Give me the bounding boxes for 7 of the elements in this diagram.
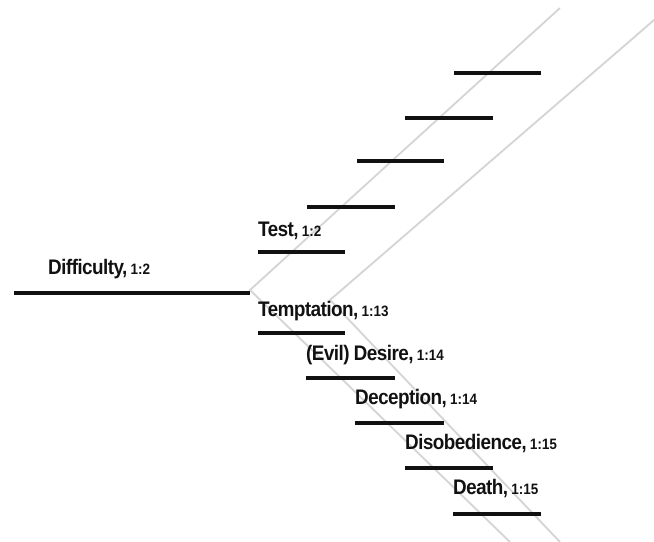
step-label: (Evil) Desire, 1:14: [306, 342, 444, 366]
step-label: Disobedience, 1:15: [405, 431, 557, 455]
step-label: Difficulty, 1:2: [48, 256, 150, 280]
step-label: Temptation, 1:13: [258, 298, 389, 322]
step-label: Test, 1:2: [258, 218, 322, 242]
step-label: Death, 1:15: [453, 476, 538, 500]
step-label: Deception, 1:14: [355, 386, 477, 410]
